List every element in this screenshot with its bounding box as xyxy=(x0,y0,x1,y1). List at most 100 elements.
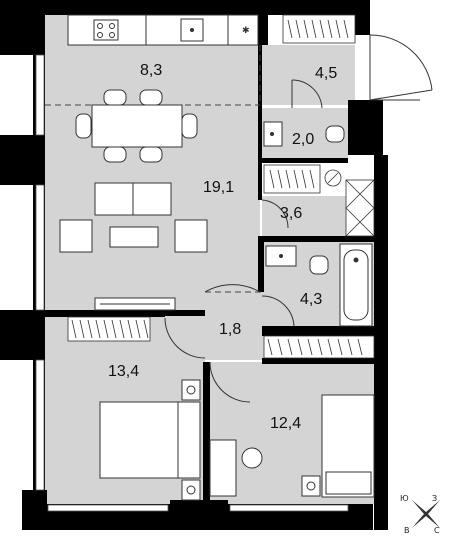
burner-icon xyxy=(109,23,115,29)
dining-set xyxy=(75,89,198,163)
armchair xyxy=(59,219,93,253)
dining-chair xyxy=(139,89,163,106)
bathroom-fixtures xyxy=(265,243,373,327)
window-bedroom1-bottom xyxy=(47,504,169,512)
wall-kitchen-cabinet-bar xyxy=(258,15,268,45)
wall-top xyxy=(33,0,370,15)
entrance-door-line xyxy=(369,89,433,101)
storage-hangers xyxy=(269,169,315,189)
window-bedroom2-bottom xyxy=(229,504,349,512)
bathtub-drain-icon xyxy=(353,257,359,263)
room-label-hall: 4,5 xyxy=(315,65,337,82)
dining-chair xyxy=(103,89,127,106)
compass-west: З xyxy=(432,494,437,503)
wardrobe-hall xyxy=(282,14,356,44)
window-kitchen-left xyxy=(35,54,45,136)
desk xyxy=(209,439,237,497)
dining-chair xyxy=(103,146,127,163)
wall-right-lower xyxy=(374,155,388,530)
wardrobe-hall-body xyxy=(282,14,356,44)
wc-sink-drain-icon xyxy=(270,132,274,136)
bed-bedroom2 xyxy=(209,394,375,498)
room-label-kitchen: 8,3 xyxy=(140,62,162,79)
room-label-living: 19,1 xyxy=(203,179,234,196)
room-label-bathroom: 4,3 xyxy=(300,291,322,308)
walls xyxy=(0,0,388,530)
wall-bath-left xyxy=(258,236,264,292)
wall-wc-storage xyxy=(258,158,348,163)
wall-bath-bottom xyxy=(262,326,376,336)
storage-wardrobe-body xyxy=(263,164,321,194)
shaft xyxy=(345,179,375,237)
compass-north: С xyxy=(434,526,440,535)
door-storage-arc xyxy=(261,199,289,229)
compass-east: В xyxy=(404,526,410,535)
lounge-set xyxy=(59,182,208,311)
wall-left-jog-2 xyxy=(0,135,45,185)
bath-toilet xyxy=(309,255,329,275)
sink-drain-icon xyxy=(190,28,194,32)
room-label-wc: 2,0 xyxy=(292,131,314,148)
cooktop xyxy=(93,19,119,41)
entrance-door-swing xyxy=(369,34,433,91)
burner-icon xyxy=(97,32,103,38)
toilet xyxy=(325,125,345,143)
bed-2-pillow xyxy=(325,471,372,495)
compass-south: Ю xyxy=(400,494,409,503)
coffee-table xyxy=(109,226,159,248)
water-heater-icon-line xyxy=(327,172,339,184)
wall-corridor-left-stub xyxy=(165,310,205,316)
room-hall-fill xyxy=(258,45,355,105)
burner-icon xyxy=(97,23,103,29)
wall-left-jog-1 xyxy=(0,0,45,55)
wardrobe-bedroom1 xyxy=(67,316,151,342)
door-bed1-arc xyxy=(164,317,206,359)
room-label-storage: 3,6 xyxy=(280,205,302,222)
compass: Ю З В С xyxy=(400,494,440,535)
compass-star-icon xyxy=(412,500,440,528)
lamp-icon xyxy=(186,385,196,395)
fan-icon: ✱ xyxy=(242,25,250,35)
wardrobe-bedroom2-hangers xyxy=(267,338,363,356)
entrance-door xyxy=(369,34,433,101)
windows xyxy=(35,54,349,512)
room-storage-fill xyxy=(262,196,346,236)
lamp-icon xyxy=(186,485,196,495)
dining-chair xyxy=(139,146,163,163)
window-living-left xyxy=(35,184,45,311)
desk-chair xyxy=(241,447,263,469)
wall-bed1-bed2 xyxy=(203,362,210,504)
bathtub-inner xyxy=(343,249,369,321)
door-living-arc xyxy=(204,284,261,293)
lamp-icon xyxy=(306,481,316,491)
room-label-bedroom1: 13,4 xyxy=(108,363,139,380)
door-hall-arc xyxy=(291,79,323,109)
wall-storage-bath xyxy=(258,236,376,242)
room-label-corridor: 1,8 xyxy=(219,321,241,338)
wall-kitchen-hall xyxy=(258,15,262,200)
bath-sink-drain-icon xyxy=(279,254,283,258)
wc-fixtures xyxy=(263,121,345,147)
room-label-bedroom2: 12,4 xyxy=(270,415,301,432)
storage-wardrobe xyxy=(263,164,375,237)
wall-living-bedroom xyxy=(40,310,165,317)
wardrobe-hangers xyxy=(287,19,349,39)
bed-1-headboard xyxy=(177,401,201,479)
dining-chair xyxy=(181,113,198,139)
wall-corridor-bed2 xyxy=(262,358,376,364)
wall-left-bottom xyxy=(22,490,47,530)
armchair xyxy=(174,219,208,253)
wall-left-jog-3 xyxy=(0,310,45,360)
window-bedroom1-left xyxy=(35,359,45,491)
dining-table xyxy=(91,104,183,148)
door-bed2-arc xyxy=(209,361,251,403)
room-labels: 8,3 4,5 2,0 19,1 3,6 4,3 1,8 13,4 12,4 xyxy=(108,62,337,432)
entrance-door-leaf xyxy=(369,35,420,101)
shaft-cross xyxy=(345,179,375,237)
wall-bottom-pillar xyxy=(170,500,228,530)
wall-right-mid xyxy=(348,100,383,155)
wall-right-upper xyxy=(355,0,370,35)
burner-icon xyxy=(109,32,115,38)
wardrobe-bedroom1-hangers xyxy=(71,319,149,339)
